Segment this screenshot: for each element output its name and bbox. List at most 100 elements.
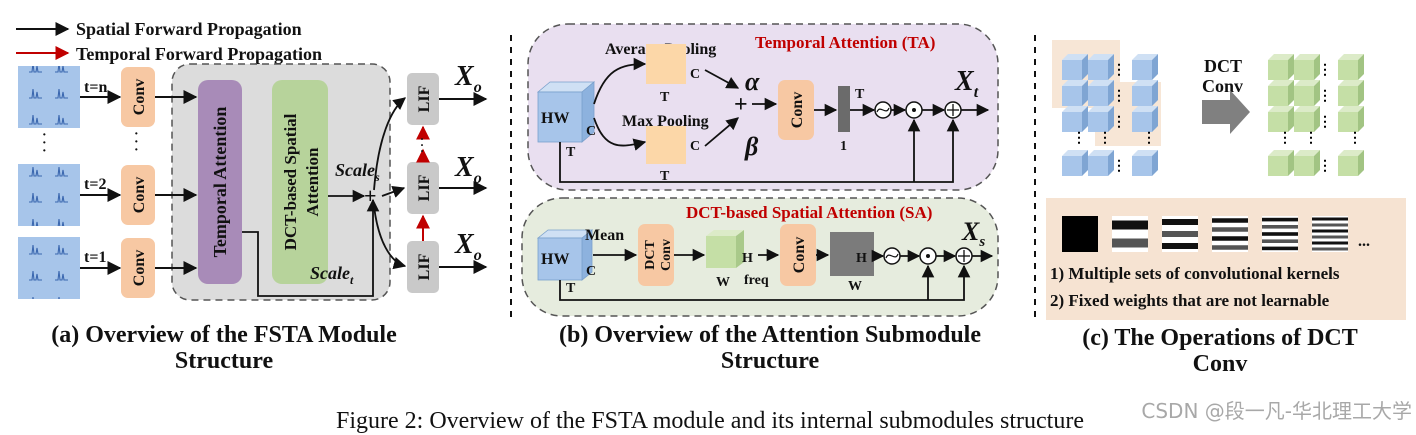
spatial-attention-label-1: DCT-based Spatial	[281, 113, 300, 250]
max-pool-label: Max Pooling	[622, 113, 709, 130]
conv-block-ta	[778, 80, 814, 140]
output-cube	[1294, 112, 1314, 132]
input-cube	[1132, 112, 1152, 132]
output-cube	[1268, 60, 1288, 80]
input-cube	[1132, 60, 1152, 80]
input-cube	[1088, 112, 1108, 132]
sa-weight-map	[830, 232, 874, 276]
caption-a-line1: (a) Overview of the FSTA Module	[51, 322, 397, 348]
lif-label-t1: LIF	[416, 253, 433, 280]
dct-kernels	[1062, 216, 1348, 252]
svg-text:T: T	[566, 281, 576, 296]
input-cube	[1132, 86, 1152, 106]
max-pool-map	[646, 126, 686, 164]
mean-label: Mean	[585, 227, 624, 244]
svg-text:C: C	[690, 67, 700, 82]
sa-title: DCT-based Spatial Attention (SA)	[686, 203, 932, 222]
caption-c-line1: (c) The Operations of DCT	[1082, 325, 1358, 351]
temporal-attention-label: Temporal Attention	[210, 107, 230, 258]
output-cube	[1294, 60, 1314, 80]
xt-label: Xt	[954, 66, 979, 101]
lif-label-t2: LIF	[416, 174, 433, 201]
svg-text:·: ·	[420, 138, 424, 152]
svg-text:C: C	[586, 264, 596, 279]
conv-label-tn: Conv	[131, 79, 148, 115]
svg-text:⋮: ⋮	[1348, 131, 1362, 146]
input-cube	[1062, 86, 1082, 106]
output-cube	[1268, 112, 1288, 132]
svg-text:·: ·	[420, 144, 424, 158]
hw-label-sa: HW	[541, 251, 569, 268]
caption-c-line2: Conv	[1193, 351, 1248, 377]
step-label-n: t=n	[84, 79, 107, 96]
ta-title: Temporal Attention (TA)	[755, 33, 935, 52]
one-label: 1	[840, 139, 847, 154]
panel-b: Temporal Attention (TA) HW C T Average P…	[521, 23, 999, 374]
legend-spatial: Spatial Forward Propagation	[76, 19, 302, 39]
panel-c: ⋮⋮⋮⋮⋮⋮⋮ ⋮⋮⋮⋮⋮⋮⋮ DCT Conv ... 1) Multiple…	[1046, 40, 1406, 377]
output-cube	[1294, 86, 1314, 106]
svg-text:T: T	[855, 87, 865, 102]
caption-b-line2: Structure	[721, 348, 820, 374]
input-cube	[1132, 156, 1152, 176]
freq-label: freq	[744, 273, 769, 288]
conv-label-t1: Conv	[131, 250, 148, 286]
xs-label: Xs	[961, 217, 985, 250]
dots-inputs: ·	[42, 128, 47, 143]
svg-text:⋮: ⋮	[1112, 159, 1126, 174]
t-label-ta: T	[566, 145, 576, 160]
svg-text:⋮: ⋮	[1318, 89, 1332, 104]
svg-text:⋮: ⋮	[1112, 63, 1126, 78]
caption-b-line1: (b) Overview of the Attention Submodule	[559, 322, 981, 348]
svg-text:⋮: ⋮	[1318, 115, 1332, 130]
dct-conv-arrow-label-1: DCT	[1204, 56, 1242, 76]
svg-text:W: W	[716, 275, 730, 290]
svg-text:·: ·	[134, 135, 139, 150]
output-cube	[1294, 156, 1314, 176]
conv-label-ta: Conv	[789, 92, 806, 128]
lif-block-tn	[407, 73, 439, 125]
output-cube	[1338, 156, 1358, 176]
svg-text:⋮: ⋮	[1072, 131, 1086, 146]
ta-weight-vector	[838, 86, 850, 132]
svg-text:T: T	[660, 90, 670, 105]
svg-text:T: T	[660, 169, 670, 184]
lif-block-t1	[407, 241, 439, 293]
output-x-tn: Xo	[454, 61, 482, 96]
svg-text:H: H	[856, 251, 867, 266]
spatial-attention-block	[272, 80, 328, 284]
input-cube	[1088, 60, 1108, 80]
output-cube	[1338, 60, 1358, 80]
avg-pool-map	[646, 44, 686, 84]
input-cube	[1088, 86, 1108, 106]
temporal-attention-block	[198, 80, 242, 284]
svg-text:⋮: ⋮	[1278, 131, 1292, 146]
conv-block-tn	[121, 67, 155, 127]
freq-map	[706, 236, 736, 268]
output-tensor-grid: ⋮⋮⋮⋮⋮⋮⋮	[1268, 54, 1364, 176]
svg-text:C: C	[690, 139, 700, 154]
svg-text:⋮: ⋮	[1098, 131, 1112, 146]
kernel-ellipsis: ...	[1358, 233, 1370, 250]
dct-conv-arrow-icon	[1202, 90, 1250, 134]
conv-block-t1	[121, 238, 155, 298]
input-cube	[1088, 156, 1108, 176]
note-1: 1) Multiple sets of convolutional kernel…	[1050, 264, 1340, 283]
hw-cube-ta	[537, 91, 583, 143]
svg-text:⋮: ⋮	[1112, 89, 1126, 104]
conv-block-t2	[121, 165, 155, 225]
output-x-t1: Xo	[454, 229, 482, 264]
caption-a-line2: Structure	[175, 348, 274, 374]
step-label-2: t=2	[84, 176, 106, 193]
output-cube	[1338, 86, 1358, 106]
lif-label-tn: LIF	[416, 85, 433, 112]
input-cube	[1062, 60, 1082, 80]
alpha-label: α	[745, 67, 760, 96]
conv-block-sa	[780, 224, 816, 286]
legend-temporal: Temporal Forward Propagation	[76, 44, 322, 64]
svg-text:·: ·	[134, 127, 139, 142]
output-x-t2: Xo	[454, 152, 482, 187]
output-cube	[1268, 156, 1288, 176]
spatial-attention-label-2: Attention	[303, 147, 322, 216]
